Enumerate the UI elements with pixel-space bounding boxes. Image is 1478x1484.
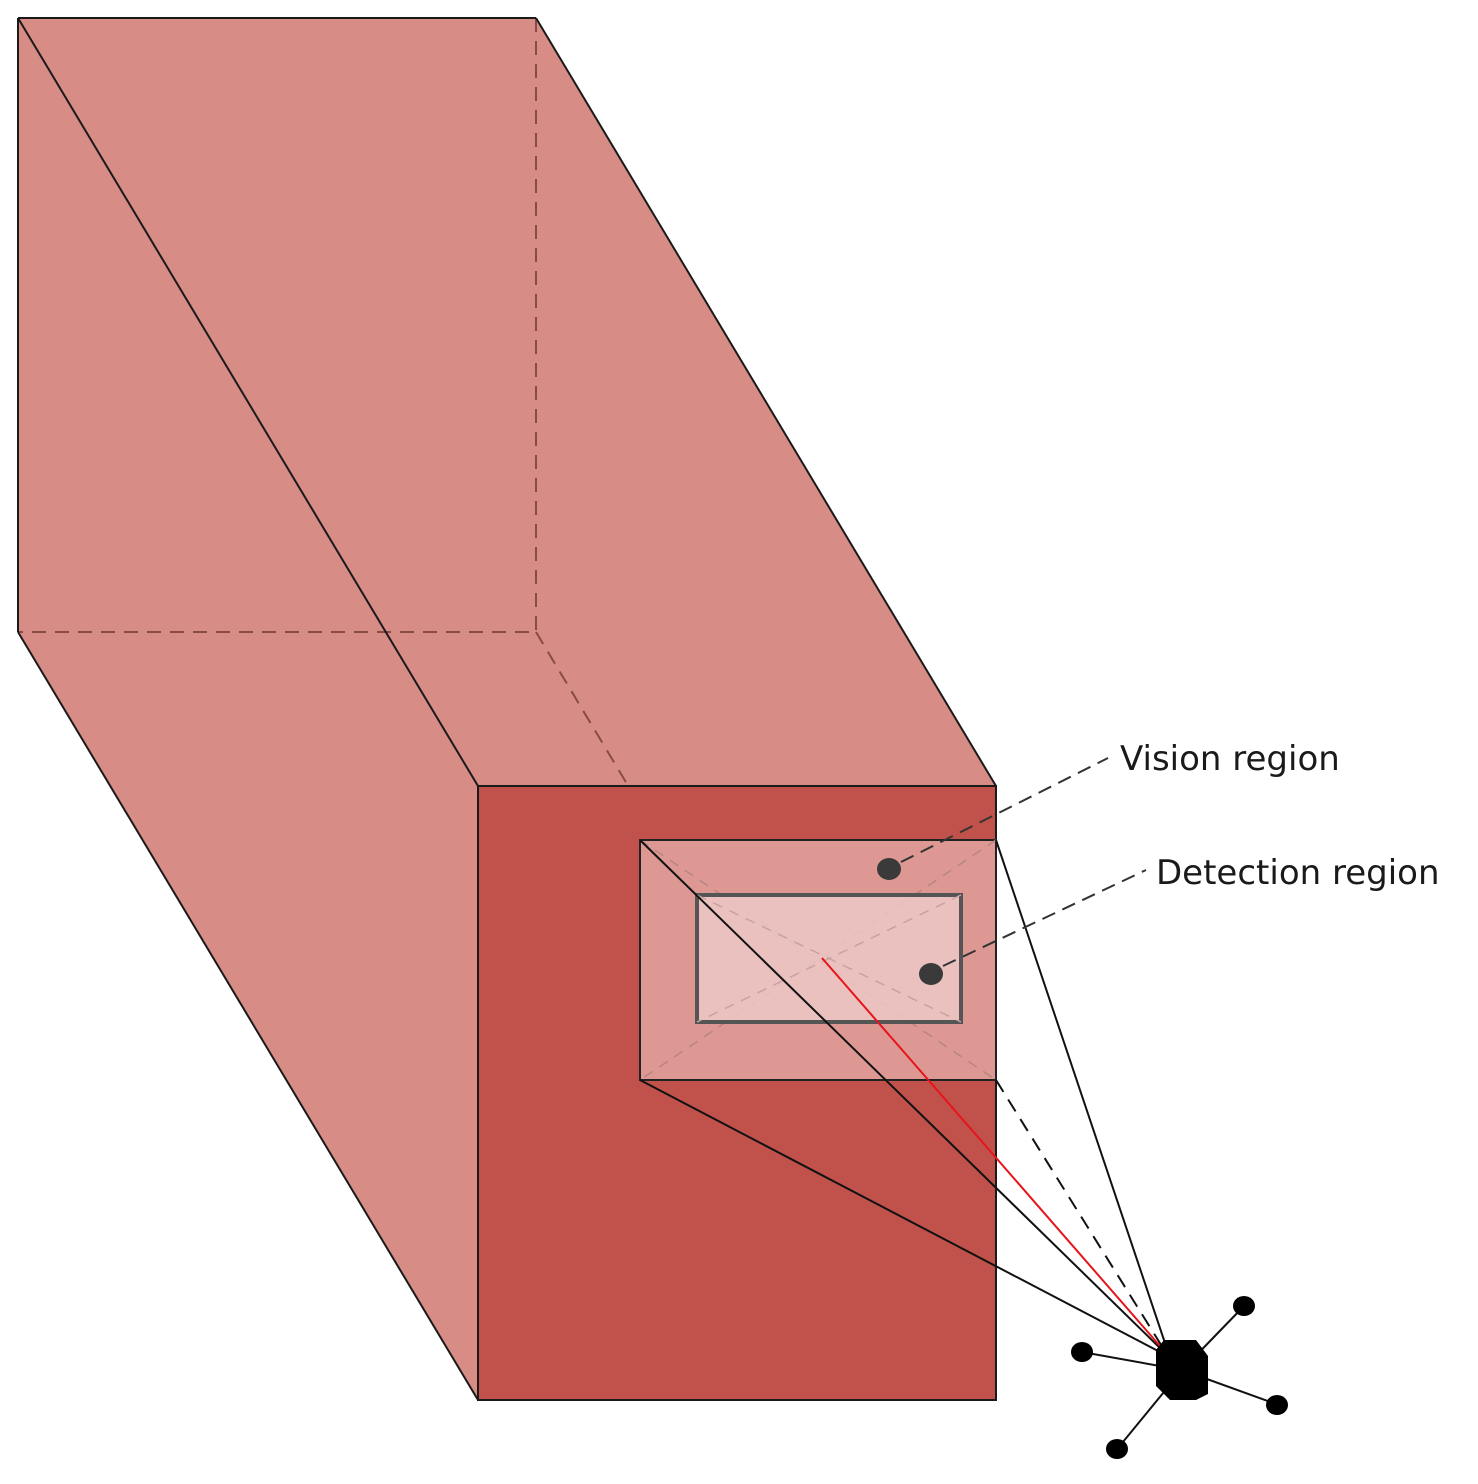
vision-region-leader-line	[900, 757, 1109, 863]
frustum-ray-top-right	[995, 839, 1167, 1347]
box-right-depth-edge	[535, 17, 997, 787]
detection-region-leader-line	[942, 869, 1147, 967]
drone-rotor	[1106, 1439, 1128, 1459]
quadcopter-drone-icon	[1071, 1296, 1288, 1459]
drone-rotor	[1071, 1342, 1093, 1362]
vision-region-label: Vision region	[1120, 739, 1340, 779]
frustum-ray-bottom-left	[639, 1079, 1161, 1353]
drone-body	[1156, 1340, 1208, 1400]
vision-region-marker	[877, 858, 901, 880]
box-top-face	[18, 18, 996, 786]
box-volume	[17, 17, 997, 1401]
frustum-ray-top-left	[639, 839, 1161, 1349]
detection-region-label: Detection region	[1156, 853, 1440, 893]
sensor-frustum	[639, 839, 1167, 1353]
box-left-depth-edge-bottom	[17, 631, 479, 1401]
detection-region-marker	[919, 963, 943, 985]
frustum-ray-bottom-right	[995, 1079, 1164, 1349]
drone-rotor	[1233, 1296, 1255, 1316]
detection-region	[695, 893, 963, 1024]
box-left-depth-edge-top	[17, 17, 479, 787]
detection-region-diagonal	[696, 894, 962, 1023]
region-markers	[877, 757, 1147, 985]
drone-rotor	[1266, 1395, 1288, 1415]
box-left-face	[18, 18, 478, 1400]
center-ray	[821, 957, 1161, 1347]
